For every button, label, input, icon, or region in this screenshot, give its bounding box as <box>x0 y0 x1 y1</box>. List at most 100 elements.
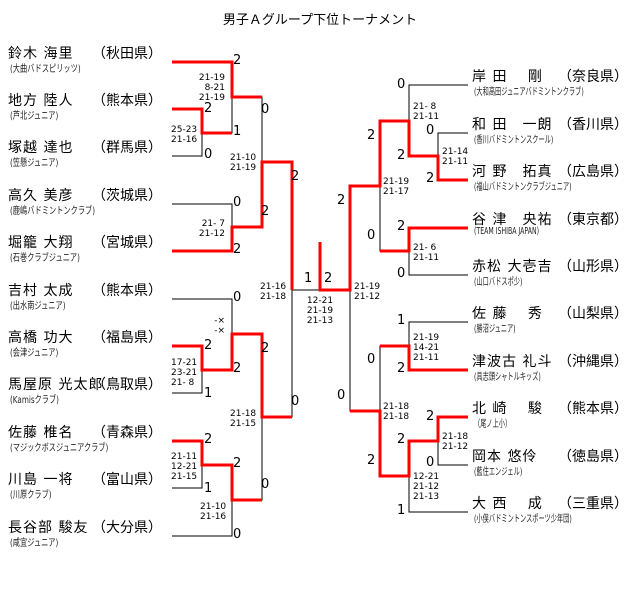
set-score: 2 <box>337 193 346 208</box>
game-scores: 21-16 21-18 <box>260 282 287 302</box>
set-score: 0 <box>233 195 242 210</box>
player-name: 堀籠 大翔 <box>8 235 74 251</box>
player-prefecture: （茨城県） <box>92 188 162 204</box>
player-name: 和 田 一朗 <box>472 117 553 133</box>
player-club: (山口バドスポ少) <box>474 277 523 288</box>
player-name: 河 野 拓真 <box>472 164 553 180</box>
player-prefecture: （三重県） <box>558 496 628 512</box>
game-scores: 21-18 21-12 <box>442 432 469 452</box>
game-scores: 21-10 21-16 <box>200 502 227 522</box>
set-score: 0 <box>233 290 242 305</box>
player-club: (藍住エンジェル) <box>474 467 523 478</box>
set-score: 2 <box>233 53 242 68</box>
winner-path <box>380 344 468 372</box>
player-club: (大和高田ジュニアバドミントンクラブ) <box>474 87 584 98</box>
set-score: 0 <box>261 477 270 492</box>
player-name: 鈴木 海里 <box>8 46 74 62</box>
winner-path <box>172 60 262 99</box>
set-score: 0 <box>367 352 376 367</box>
set-score: 2 <box>397 432 406 447</box>
game-scores: 21-19 21-17 <box>383 177 410 197</box>
game-scores: 21- 8 21-11 <box>413 102 440 122</box>
set-score: 0 <box>291 394 300 409</box>
final-game-scores: 12-21 21-19 21-13 <box>306 296 334 326</box>
player-name: 赤松 大壱吉 <box>472 259 553 275</box>
player-prefecture: （熊本県） <box>92 93 162 109</box>
set-score: 2 <box>233 242 242 257</box>
player-name: 長谷部 駿友 <box>8 520 89 536</box>
player-prefecture: （富山県） <box>92 472 162 488</box>
player-club: (川原クラブ) <box>10 490 52 501</box>
player-prefecture: （青森県） <box>92 425 162 441</box>
player-prefecture: （群馬県） <box>92 140 162 156</box>
player-prefecture: （山形県） <box>558 259 628 275</box>
player-club: (勝沼ジュニア) <box>474 324 516 335</box>
set-score: 2 <box>397 219 406 234</box>
player-prefecture: （鳥取県） <box>92 377 162 393</box>
set-score: 1 <box>397 503 406 518</box>
player-name: 大 西 成 <box>472 496 543 512</box>
set-score: 0 <box>337 388 346 403</box>
player-club: (大曲バドスピリッツ) <box>10 64 81 75</box>
set-score: 2 <box>367 453 376 468</box>
set-score: 0 <box>397 77 406 92</box>
game-scores: 17-21 23-21 21- 8 <box>171 358 198 388</box>
player-name: 谷 津 央祐 <box>472 212 553 228</box>
player-name: 津波古 礼斗 <box>472 354 553 370</box>
set-score: 2 <box>204 101 213 116</box>
game-scores: 21-19 8-21 21-19 <box>198 73 225 103</box>
player-prefecture: （秋田県） <box>92 46 162 62</box>
game-scores: 21-19 14-21 21-11 <box>413 333 440 363</box>
game-scores: 21- 6 21-11 <box>413 243 440 263</box>
winner-path <box>172 439 262 502</box>
player-name: 川島 一将 <box>8 472 74 488</box>
player-prefecture: （大分県） <box>92 520 162 536</box>
set-score: 1 <box>204 481 213 496</box>
player-club: (Kamisクラブ) <box>10 395 59 406</box>
player-prefecture: （福島県） <box>92 330 162 346</box>
game-scores: 21-11 12-21 21-15 <box>171 452 198 482</box>
set-score: 0 <box>426 123 435 138</box>
player-club: (福山バドミントンクラブジュニア) <box>474 182 572 193</box>
winner-path <box>172 332 292 419</box>
player-club: (石巻クラブジュニア) <box>10 253 80 264</box>
player-prefecture: （香川県） <box>558 117 628 133</box>
player-club: (会津ジュニア) <box>10 348 59 359</box>
set-score: 0 <box>426 455 435 470</box>
player-name: 北 崎 駿 <box>472 401 543 417</box>
game-scores: 12-21 21-12 21-13 <box>413 472 440 502</box>
player-name: 佐藤 椎名 <box>8 425 74 441</box>
set-score: 1 <box>233 124 242 139</box>
winner-path <box>318 119 468 292</box>
tournament-title: 男子Ａグループ下位トーナメント <box>222 13 418 28</box>
set-score: 0 <box>397 266 406 281</box>
game-scores: 21-18 21-15 <box>230 409 257 429</box>
set-score: 1 <box>204 386 213 401</box>
set-score: 2 <box>233 456 242 471</box>
player-name: 佐 藤 秀 <box>472 306 543 322</box>
set-score: 1 <box>397 313 406 328</box>
player-prefecture: （熊本県） <box>92 283 162 299</box>
set-score: 2 <box>204 432 213 447</box>
player-prefecture: （沖縄県） <box>558 354 628 370</box>
winner-path <box>350 409 468 478</box>
winner-path <box>172 107 232 135</box>
set-score: 0 <box>261 102 270 117</box>
player-name: 地方 陸人 <box>8 93 74 109</box>
player-name: 吉村 太成 <box>8 283 74 299</box>
set-score: 2 <box>233 361 242 376</box>
player-name: 高橋 功大 <box>8 330 74 346</box>
player-prefecture: （東京都） <box>558 212 628 228</box>
player-club: (香川バドミントンスクール) <box>474 135 554 146</box>
player-prefecture: （山梨県） <box>558 306 628 322</box>
game-scores: 21- 7 21-12 <box>198 219 225 239</box>
set-score: 2 <box>204 338 213 353</box>
player-club: (具志頭シャトルキッズ) <box>474 372 541 383</box>
player-name: 馬屋原 光太郎 <box>8 377 104 393</box>
player-prefecture: （奈良県） <box>558 69 628 85</box>
set-score: 0 <box>233 527 242 542</box>
player-club: （尾ノ上小） <box>474 419 512 430</box>
final-score-right: 2 <box>324 271 333 286</box>
player-name: 塚越 達也 <box>8 140 74 156</box>
